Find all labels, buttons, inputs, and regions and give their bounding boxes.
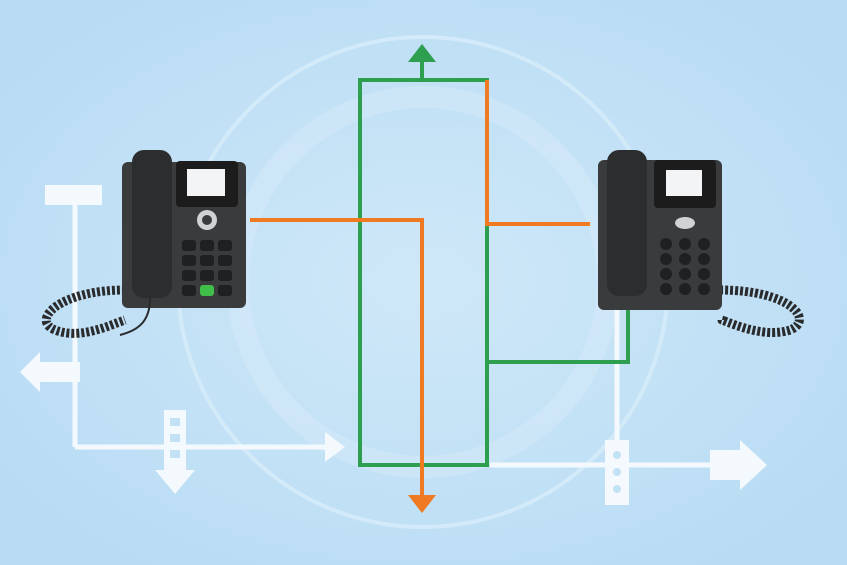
right-desk-phone (598, 150, 804, 338)
ladder-slots (613, 451, 621, 493)
orange-route (250, 80, 590, 498)
phone-screen (666, 170, 702, 196)
coiled-cord (719, 285, 804, 338)
ladder-slots (170, 418, 180, 458)
arrow-right-icon (325, 432, 345, 462)
arrow-down-icon (408, 495, 436, 513)
left-top-bar (45, 185, 102, 205)
handset (132, 150, 172, 298)
arrow-up-icon (408, 44, 436, 62)
left-desk-phone (41, 150, 246, 338)
handset (607, 150, 647, 296)
call-key (200, 285, 214, 296)
arrow-down-icon (155, 470, 195, 494)
arrow-right-icon (740, 440, 767, 490)
coiled-cord (41, 285, 127, 338)
arrow-left-icon (20, 352, 40, 392)
phone-screen (187, 169, 225, 196)
